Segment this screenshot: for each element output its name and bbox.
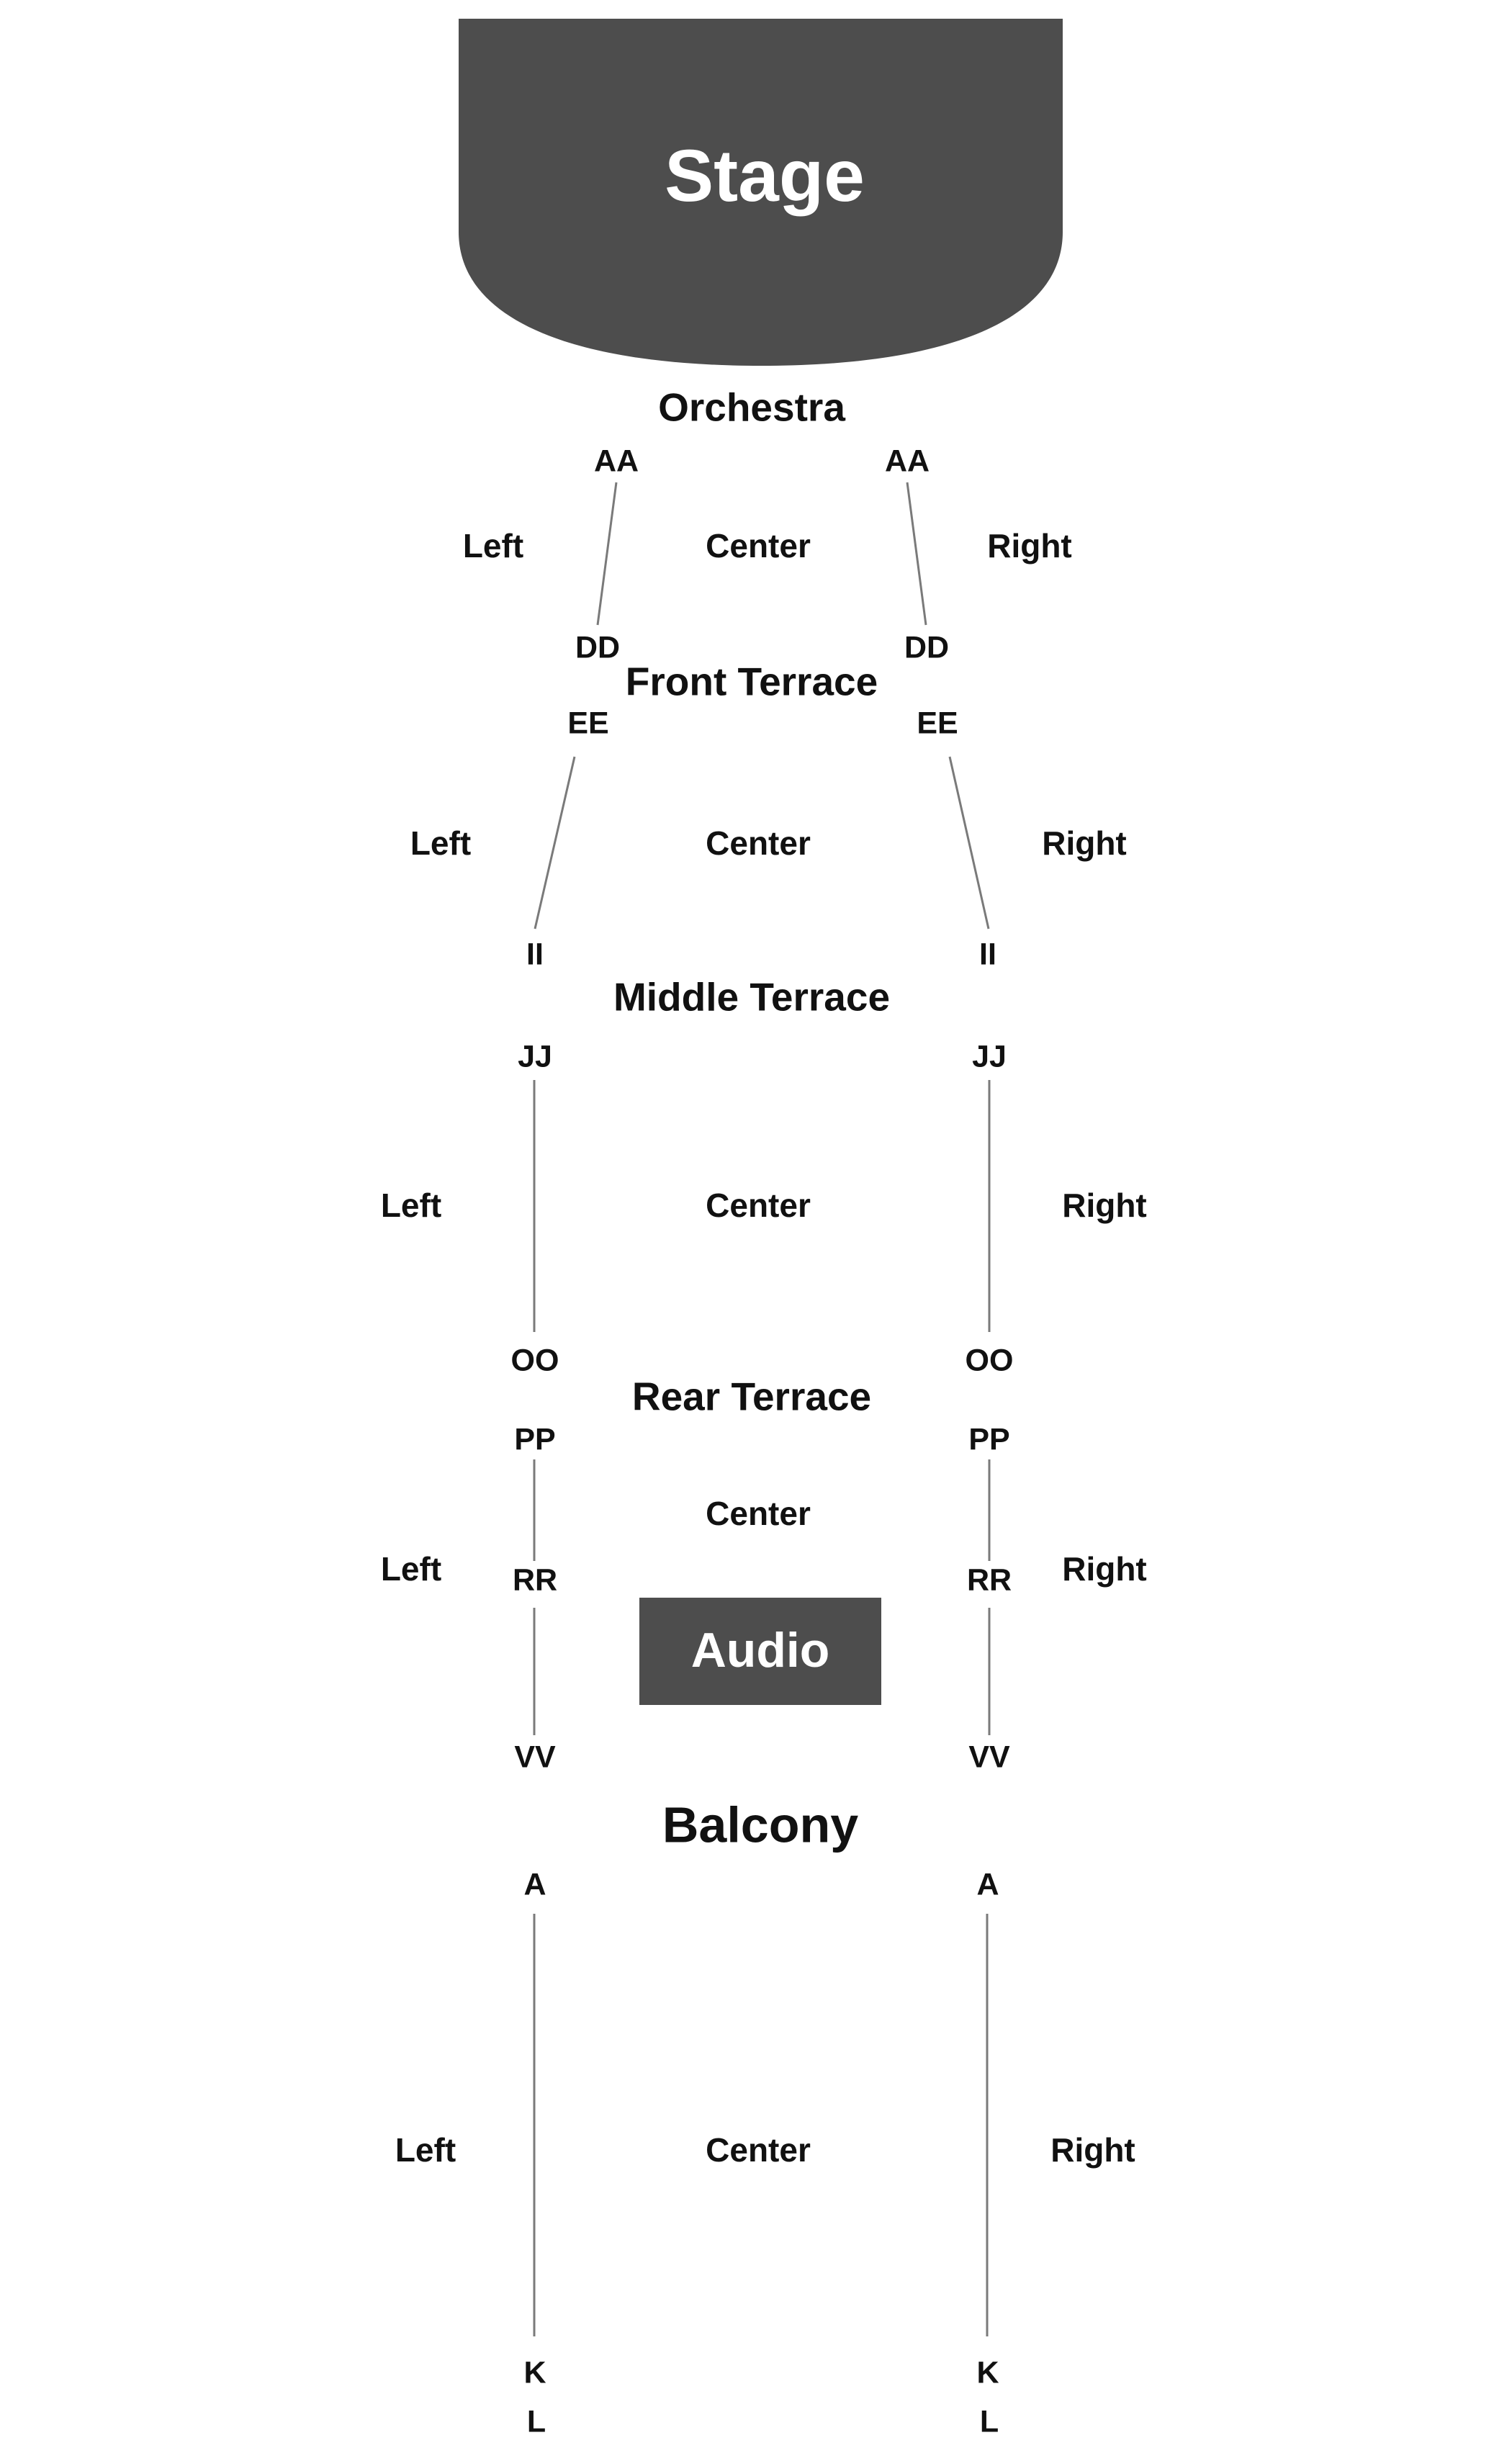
middle-terrace-right-row-first: JJ bbox=[972, 1039, 1007, 1074]
middle-terrace-section-center[interactable]: Center bbox=[706, 1187, 811, 1224]
balcony-right-row-extra: L bbox=[980, 2404, 999, 2439]
orchestra-title: Orchestra bbox=[658, 385, 845, 430]
stage[interactable]: Stage bbox=[459, 19, 1063, 366]
balcony-left-row-first: A bbox=[523, 1867, 546, 1902]
rear-terrace-left-row-last: VV bbox=[514, 1740, 556, 1774]
audio-booth: Audio bbox=[639, 1598, 881, 1705]
audio-booth-shape bbox=[639, 1598, 881, 1705]
balcony-level: Balcony A A Left Center Right K K L L bbox=[395, 1796, 1135, 2439]
orchestra-right-row-last: DD bbox=[904, 630, 949, 665]
rear-terrace-section-left[interactable]: Left bbox=[381, 1550, 441, 1588]
front-terrace-left-row-last: II bbox=[526, 937, 544, 971]
rear-terrace-level: Rear Terrace PP PP Center Left Right RR … bbox=[381, 1374, 1147, 1775]
stage-shape[interactable] bbox=[459, 19, 1063, 366]
middle-terrace-right-row-last: OO bbox=[966, 1343, 1014, 1377]
front-terrace-section-right[interactable]: Right bbox=[1042, 824, 1127, 862]
front-terrace-right-row-line bbox=[948, 756, 990, 930]
front-terrace-right-row-first: EE bbox=[917, 706, 958, 740]
rear-terrace-section-right[interactable]: Right bbox=[1062, 1550, 1147, 1588]
middle-terrace-section-right[interactable]: Right bbox=[1062, 1187, 1147, 1224]
rear-terrace-right-row-mid: RR bbox=[967, 1562, 1012, 1597]
orchestra-left-row-last: DD bbox=[575, 630, 620, 665]
orchestra-section-left[interactable]: Left bbox=[463, 527, 523, 564]
orchestra-section-right[interactable]: Right bbox=[987, 527, 1072, 564]
orchestra-left-row-first: AA bbox=[594, 444, 639, 478]
front-terrace-left-row-line bbox=[534, 756, 576, 930]
rear-terrace-right-row-last: VV bbox=[968, 1740, 1010, 1774]
rear-terrace-section-center[interactable]: Center bbox=[706, 1495, 811, 1532]
rear-terrace-left-row-first: PP bbox=[514, 1422, 555, 1457]
balcony-left-row-last: K bbox=[523, 2355, 546, 2390]
balcony-right-row-first: A bbox=[976, 1867, 999, 1902]
front-terrace-level: Front Terrace EE EE Left Center Right II… bbox=[410, 660, 1127, 972]
rear-terrace-right-row-first: PP bbox=[968, 1422, 1009, 1457]
orchestra-right-row-first: AA bbox=[885, 444, 930, 478]
middle-terrace-left-row-last: OO bbox=[511, 1343, 559, 1377]
audio-booth-label: Audio bbox=[691, 1623, 830, 1678]
orchestra-left-row-line bbox=[596, 482, 618, 626]
balcony-section-center[interactable]: Center bbox=[706, 2131, 811, 2169]
front-terrace-right-row-last: II bbox=[979, 937, 996, 971]
front-terrace-left-row-first: EE bbox=[567, 706, 608, 740]
balcony-right-row-last: K bbox=[976, 2355, 999, 2390]
middle-terrace-level: Middle Terrace JJ JJ Left Center Right O… bbox=[381, 975, 1147, 1378]
orchestra-level: Orchestra AA AA Left Center Right DD DD bbox=[463, 385, 1072, 665]
balcony-section-right[interactable]: Right bbox=[1050, 2131, 1135, 2169]
front-terrace-section-center[interactable]: Center bbox=[706, 824, 811, 862]
middle-terrace-title: Middle Terrace bbox=[613, 975, 890, 1020]
orchestra-section-center[interactable]: Center bbox=[706, 527, 811, 564]
middle-terrace-left-row-first: JJ bbox=[518, 1039, 552, 1074]
balcony-left-row-extra: L bbox=[527, 2404, 546, 2439]
rear-terrace-title: Rear Terrace bbox=[632, 1374, 871, 1419]
middle-terrace-section-left[interactable]: Left bbox=[381, 1187, 441, 1224]
orchestra-right-row-line bbox=[906, 482, 927, 626]
front-terrace-section-left[interactable]: Left bbox=[410, 824, 471, 862]
balcony-section-left[interactable]: Left bbox=[395, 2131, 456, 2169]
balcony-title: Balcony bbox=[662, 1796, 858, 1853]
rear-terrace-left-row-mid: RR bbox=[513, 1562, 557, 1597]
stage-label: Stage bbox=[665, 135, 865, 217]
front-terrace-title: Front Terrace bbox=[626, 660, 878, 704]
